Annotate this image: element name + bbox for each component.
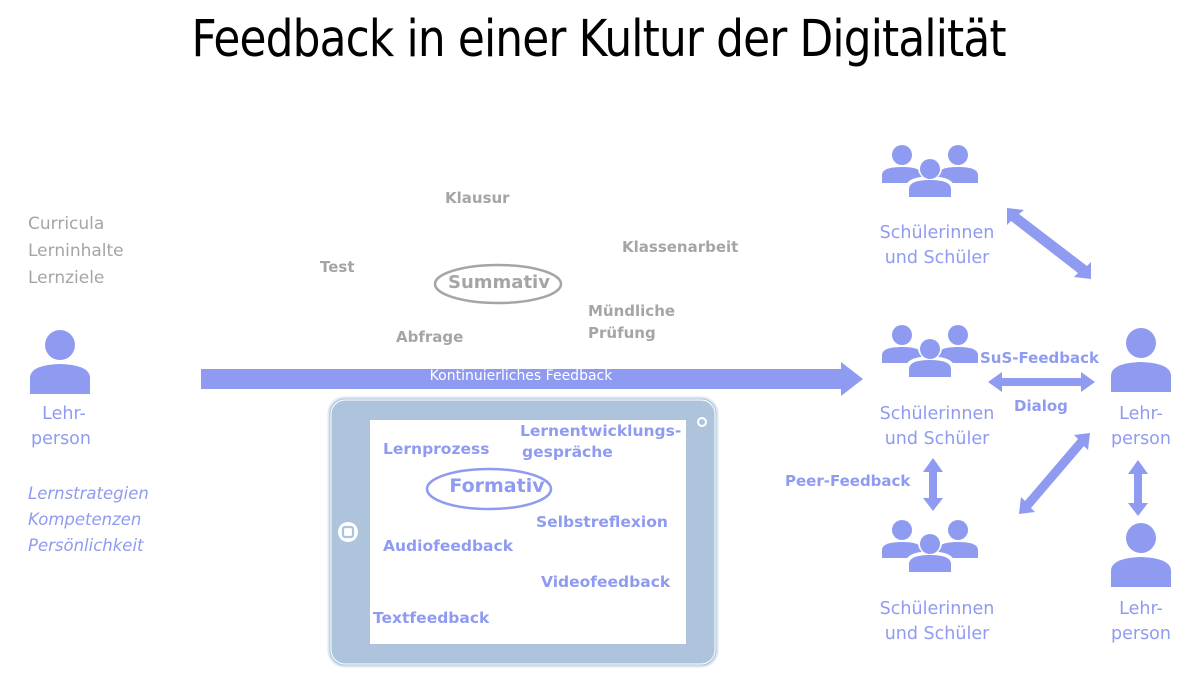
formative-item-lernprozess: Lernprozess (383, 440, 490, 458)
summative-label: Summativ (448, 272, 550, 293)
arrow-right-icon (201, 362, 863, 396)
main-arrow-label: Kontinuierliches Feedback (429, 368, 613, 384)
group-icon (882, 520, 978, 574)
curriculum-list: Curricula Lerninhalte Lernziele (28, 211, 124, 292)
summative-item-muendlich: Mündliche Prüfung (588, 302, 676, 342)
trait-item: Lernstrategien (28, 484, 149, 503)
formative-label: Formativ (449, 475, 545, 497)
formative-ellipse (425, 467, 553, 511)
person-icon (1111, 523, 1171, 587)
summative-item-klassenarbeit: Klassenarbeit (622, 238, 739, 256)
dialog-label: Dialog (1014, 397, 1068, 415)
summative-item-abfrage: Abfrage (396, 328, 464, 346)
person-icon (1111, 328, 1171, 392)
trait-item: Kompetenzen (28, 510, 142, 529)
students-label-mid: Schülerinnen und Schüler (879, 404, 995, 449)
curriculum-item: Lernziele (28, 268, 105, 288)
peer-feedback-label: Peer-Feedback (785, 472, 911, 490)
curriculum-item: Curricula (28, 214, 105, 234)
teacher-label-bottom: Lehr- person (1111, 599, 1171, 644)
formative-item-textfeedback: Textfeedback (373, 609, 490, 627)
summative-item-klausur: Klausur (445, 189, 510, 207)
formative-item-audiofeedback: Audiofeedback (383, 537, 514, 555)
formative-item-videofeedback: Videofeedback (541, 573, 671, 591)
traits-list: Lernstrategien Kompetenzen Persönlichkei… (28, 481, 149, 559)
students-label-bottom: Schülerinnen und Schüler (879, 599, 995, 644)
sus-feedback-label: SuS-Feedback (980, 349, 1099, 367)
group-icon (882, 145, 978, 199)
formative-item-lernentwicklung: Lernentwicklungs- gespräche (520, 422, 682, 461)
summative-item-test: Test (320, 258, 355, 276)
summative-ellipse (433, 263, 563, 305)
curriculum-item: Lerninhalte (28, 241, 124, 261)
person-icon (30, 330, 90, 394)
teacher-label-left: Lehr- person (31, 404, 91, 449)
formative-item-selbstreflexion: Selbstreflexion (536, 513, 668, 531)
group-icon (882, 325, 978, 379)
students-label-top: Schülerinnen und Schüler (879, 223, 995, 268)
tablet-icon (327, 396, 719, 668)
page-title: Feedback in einer Kultur der Digitalität (191, 10, 1006, 69)
trait-item: Persönlichkeit (28, 536, 144, 555)
teacher-label-mid: Lehr- person (1111, 404, 1171, 449)
